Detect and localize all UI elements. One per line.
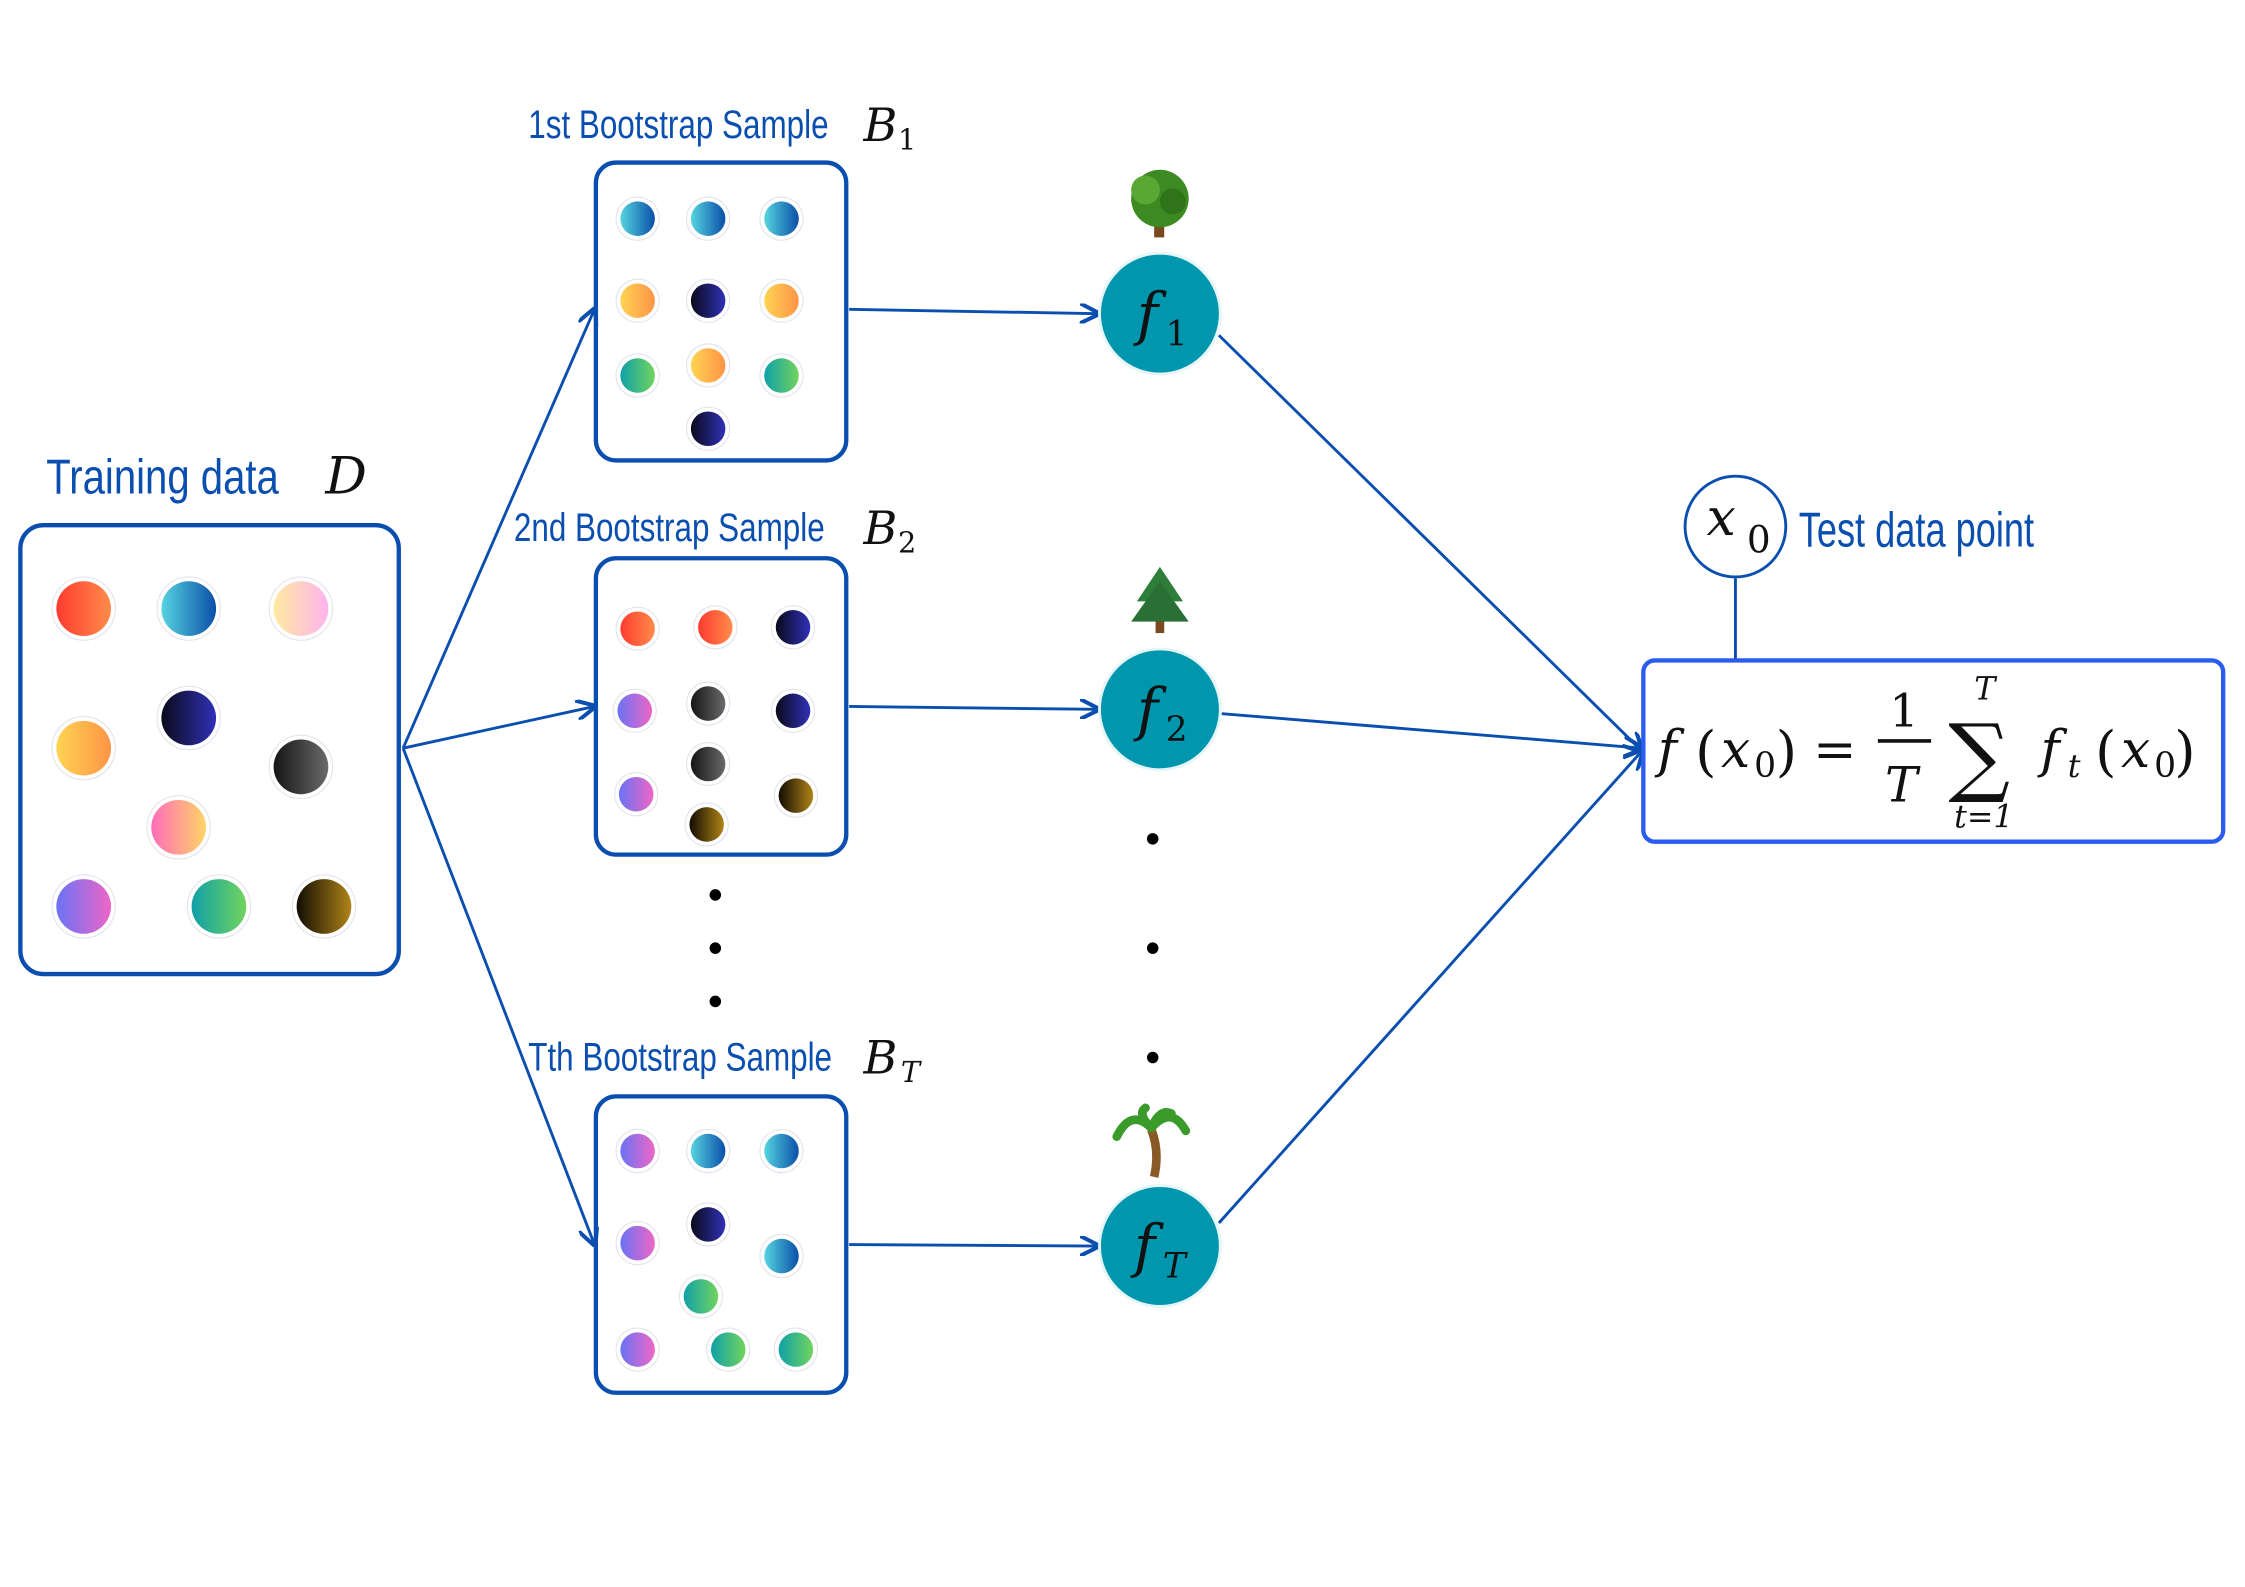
svg-text:x: x [1707, 488, 1736, 548]
sample-1-label: 1st Bootstrap Sample B 1 [528, 98, 916, 157]
data-point-blue [690, 201, 726, 236]
test-point: x 0 Test data point [1683, 474, 2034, 579]
svg-text:0: 0 [2154, 746, 2176, 786]
data-point-blue [690, 1133, 726, 1169]
sample-2-label: 2nd Bootstrap Sample B 2 [514, 501, 916, 560]
data-point-green [778, 1332, 814, 1367]
svg-text:B: B [863, 501, 898, 555]
data-point-dark [690, 746, 726, 782]
data-point-dark [273, 739, 329, 795]
svg-text:2: 2 [1166, 710, 1188, 750]
data-point-dark [690, 686, 726, 721]
data-point-navy [775, 693, 811, 729]
svg-text:T: T [1974, 671, 1998, 707]
sample-2-dots [612, 605, 819, 847]
data-point-green [620, 358, 655, 393]
training-symbol: D [324, 447, 367, 507]
data-point-orange [764, 283, 799, 318]
svg-text:T: T [1163, 1247, 1189, 1287]
svg-text:0: 0 [1747, 518, 1771, 562]
training-label: Training data [46, 451, 279, 505]
data-point-blue [764, 201, 799, 236]
data-point-blue [764, 1238, 799, 1274]
data-point-red [698, 610, 733, 645]
svg-text:t=1: t=1 [1954, 799, 2013, 835]
svg-text:Tth Bootstrap Sample: Tth Bootstrap Sample [528, 1034, 832, 1080]
arrows [401, 309, 1735, 1246]
svg-text:2: 2 [898, 526, 916, 560]
sample-1-dots [615, 196, 804, 451]
data-point-purple [620, 1133, 655, 1169]
svg-text:B: B [863, 98, 898, 152]
data-point-pink [151, 799, 206, 855]
data-point-green [764, 358, 799, 393]
training-dots [51, 576, 357, 939]
data-point-blue [161, 581, 217, 636]
svg-text:T: T [901, 1055, 922, 1089]
svg-text:=: = [1813, 720, 1856, 780]
data-point-purple [618, 776, 654, 812]
data-point-purple [56, 879, 112, 934]
data-point-green [711, 1332, 746, 1367]
data-point-brown [689, 807, 724, 842]
svg-text:): ) [2174, 719, 2195, 783]
svg-text:2nd Bootstrap Sample: 2nd Bootstrap Sample [514, 504, 825, 550]
evergreen-tree-icon [1131, 566, 1189, 634]
svg-text:(: ( [2095, 719, 2116, 783]
model-f1: f 1 [1098, 251, 1222, 376]
palm-tree-icon [1112, 1103, 1191, 1178]
data-point-red [56, 581, 112, 636]
data-point-brown [296, 879, 352, 934]
data-point-orange [56, 720, 112, 776]
data-point-navy [690, 411, 726, 447]
svg-text:t: t [2068, 749, 2081, 785]
sample-t-dots [615, 1128, 819, 1372]
model-ft: f T [1098, 1184, 1222, 1308]
formula-box [1641, 658, 2226, 844]
data-point-green [683, 1279, 719, 1314]
svg-text:1: 1 [898, 123, 916, 157]
svg-text:): ) [1776, 719, 1797, 783]
ellipsis-models [1146, 833, 1159, 1064]
data-point-orange [690, 348, 726, 383]
svg-text:1: 1 [1166, 314, 1188, 354]
data-point-navy [690, 283, 726, 318]
deciduous-tree-icon [1131, 169, 1189, 238]
data-point-green [191, 879, 247, 934]
model-f2: f 2 [1098, 647, 1222, 772]
data-point-navy [161, 690, 217, 746]
svg-text:Test data point: Test data point [1799, 504, 2034, 559]
data-point-blue [620, 201, 655, 236]
svg-text:∑: ∑ [1948, 707, 2010, 807]
sample-t-label: Tth Bootstrap Sample B T [528, 1030, 922, 1089]
svg-text:1st Bootstrap Sample: 1st Bootstrap Sample [528, 101, 828, 147]
ellipsis-samples [709, 889, 722, 1008]
data-point-brown [778, 778, 814, 813]
svg-text:x: x [1721, 720, 1750, 780]
svg-text:x: x [2121, 720, 2150, 780]
data-point-purple [617, 693, 653, 729]
data-point-navy [775, 610, 811, 645]
svg-text:0: 0 [1754, 746, 1776, 786]
svg-text:T: T [1885, 756, 1921, 813]
svg-text:1: 1 [1889, 684, 1918, 738]
data-point-orange [620, 283, 655, 318]
data-point-navy [690, 1207, 726, 1242]
data-point-purple [620, 1332, 655, 1367]
data-point-blue [764, 1133, 799, 1169]
data-point-peach [273, 581, 329, 636]
aggregation-formula: f ( x 0 ) = 1 T T ∑ t=1 f t ( x 0 ) [1654, 671, 2196, 835]
svg-text:(: ( [1695, 719, 1716, 783]
data-point-purple [620, 1225, 655, 1261]
data-point-red [620, 611, 655, 647]
svg-text:B: B [863, 1030, 898, 1084]
